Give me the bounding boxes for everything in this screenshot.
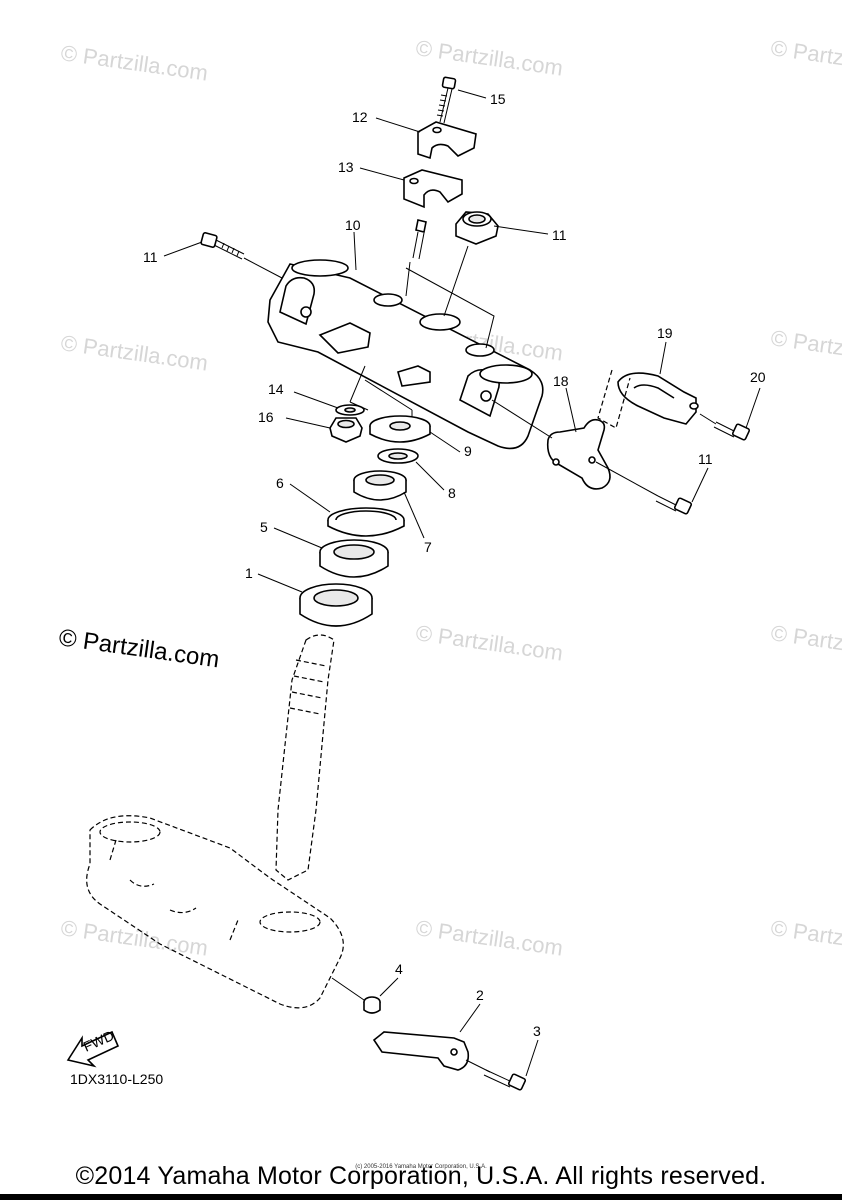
callout-leaders xyxy=(163,89,761,1077)
part-17-bolt xyxy=(436,76,457,124)
watermark: © Partzilla.com xyxy=(414,620,564,665)
diagram-code: 1DX3110-L250 xyxy=(70,1071,164,1087)
part-16-nut xyxy=(329,417,363,443)
callout-20: 20 xyxy=(750,369,766,385)
part-20-bolt xyxy=(699,413,751,441)
watermark-large: © Partzilla.com xyxy=(57,624,221,673)
callout-12: 11 xyxy=(552,227,567,243)
callout-3: 3 xyxy=(533,1023,541,1039)
bottom-divider xyxy=(0,1194,842,1200)
fwd-arrow-icon: FWD xyxy=(66,1027,120,1068)
callout-11-right: 11 xyxy=(698,451,713,467)
callout-7: 7 xyxy=(424,539,432,555)
part-15-washer xyxy=(335,404,365,416)
callout-16: 16 xyxy=(258,409,274,425)
small-copyright-note: (c) 2005-2016 Yamaha Motor Corporation, … xyxy=(355,1164,487,1170)
watermark: © Partzilla.com xyxy=(59,40,209,85)
callout-19: 19 xyxy=(657,325,673,341)
part-6-seal xyxy=(327,507,405,537)
callouts: 15 12 13 10 11 11 19 20 18 11 14 16 9 8 … xyxy=(143,91,766,1039)
watermark: © Partzilla.com xyxy=(769,915,842,960)
callout-5: 5 xyxy=(260,519,268,535)
callout-18: 18 xyxy=(553,373,569,389)
callout-4: 4 xyxy=(395,961,403,977)
part-13-upper-holder xyxy=(417,121,477,160)
watermark: © Partzilla.com xyxy=(59,915,209,960)
part-11-bolt-right xyxy=(655,495,693,515)
part-10-upper-bracket xyxy=(267,259,544,450)
part-4-collar xyxy=(331,977,381,1014)
part-14-lower-holder xyxy=(403,169,463,260)
part-3-bolt xyxy=(465,1059,527,1091)
watermark: © Partzilla.com xyxy=(769,325,842,370)
part-9-seal xyxy=(369,415,431,443)
part-2-bracket xyxy=(372,1031,470,1071)
part-19-clamp xyxy=(597,369,699,429)
part-8-washer xyxy=(377,448,419,464)
callout-2: 2 xyxy=(476,987,484,1003)
part-1-lower-bearing xyxy=(299,583,373,627)
callout-1: 1 xyxy=(245,565,253,581)
callout-15: 14 xyxy=(268,381,284,397)
lower-bracket-ghost xyxy=(86,634,344,1009)
part-18-plate xyxy=(491,399,659,497)
watermark: © Partzilla.com xyxy=(769,620,842,665)
part-11-bolt-left xyxy=(200,232,283,279)
callout-10: 10 xyxy=(345,217,361,233)
callout-6: 6 xyxy=(276,475,284,491)
callout-13: 12 xyxy=(352,109,368,125)
callout-9: 9 xyxy=(464,443,472,459)
callout-11-left: 11 xyxy=(143,249,158,265)
part-5-upper-bearing xyxy=(319,539,389,578)
watermark: © Partzilla.com xyxy=(414,915,564,960)
watermark: © Partzilla.com xyxy=(59,330,209,375)
callout-14: 13 xyxy=(338,159,354,175)
callout-8: 8 xyxy=(448,485,456,501)
part-7-ring-nut xyxy=(353,470,407,501)
watermark: © Partzilla.com xyxy=(414,35,564,80)
copyright-footer: ©2014 Yamaha Motor Corporation, U.S.A. A… xyxy=(75,1162,767,1190)
part-12-stem-nut xyxy=(455,211,499,245)
callout-17: 15 xyxy=(490,91,506,107)
watermark: © Partzilla.com xyxy=(769,35,842,80)
